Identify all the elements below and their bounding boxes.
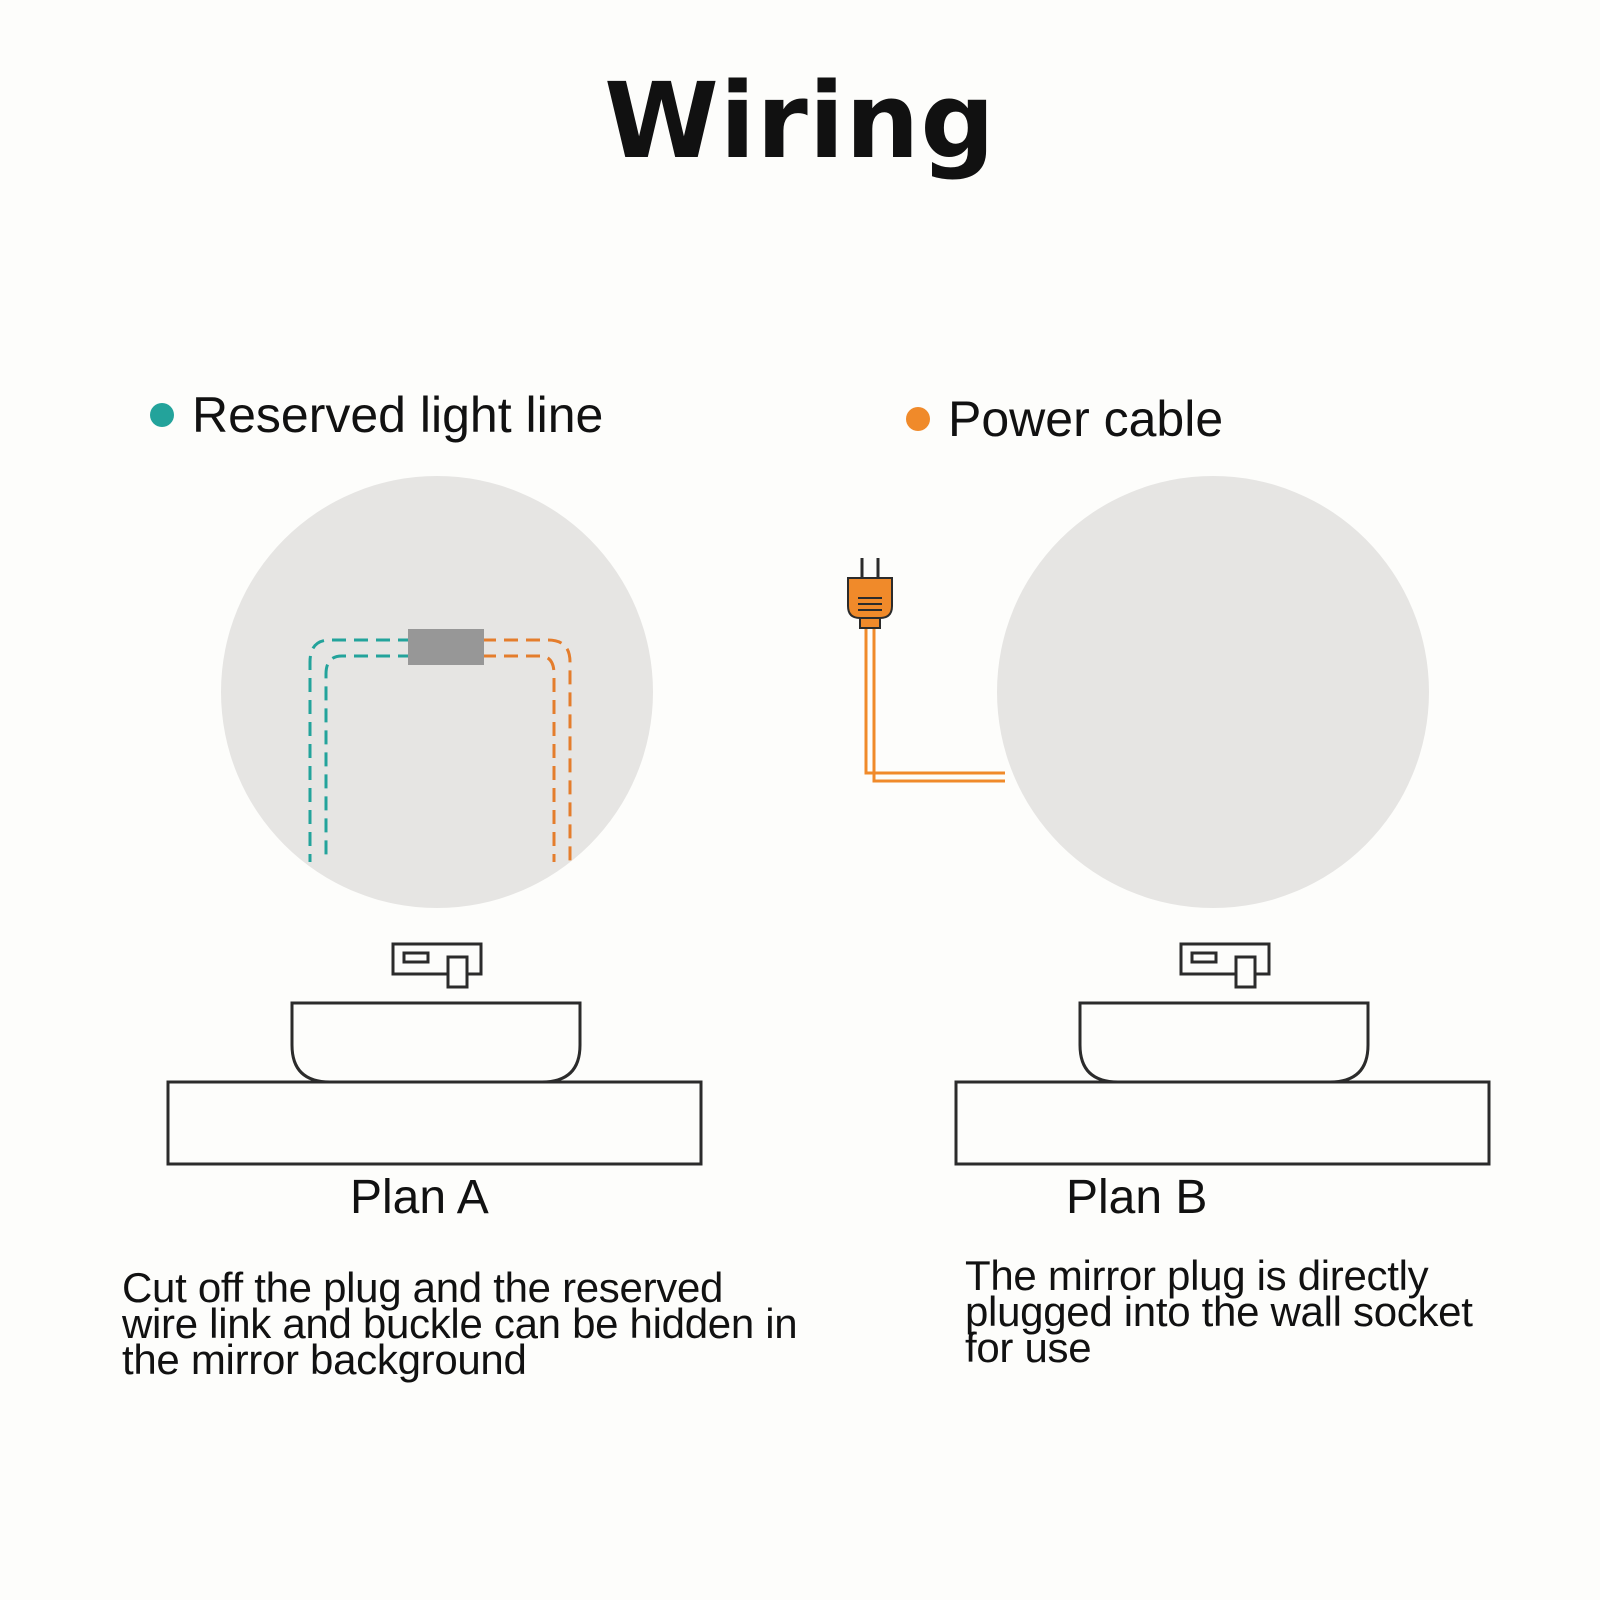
legend-reserved-label: Reserved light line bbox=[192, 387, 604, 443]
power-cable-wire-b bbox=[864, 628, 1005, 783]
plan-b-description: The mirror plug is directly plugged into… bbox=[965, 1252, 1473, 1371]
plan-a-faucet bbox=[391, 942, 483, 989]
legend-reserved-light-line: Reserved light line bbox=[150, 386, 603, 444]
power-cable-wire-a bbox=[482, 638, 572, 862]
plan-b-faucet bbox=[1179, 942, 1271, 989]
teal-dot-icon bbox=[150, 403, 174, 427]
power-plug-icon bbox=[847, 558, 893, 629]
wire-connector-buckle bbox=[408, 629, 484, 665]
page-title: Wiring bbox=[604, 60, 996, 182]
legend-power-label: Power cable bbox=[948, 391, 1224, 447]
plan-b-label: Plan B bbox=[1066, 1171, 1208, 1224]
plan-a-label: Plan A bbox=[350, 1171, 489, 1224]
plan-a-basin bbox=[290, 1001, 582, 1084]
plan-b-counter bbox=[954, 1080, 1491, 1166]
plan-b-basin bbox=[1078, 1001, 1370, 1084]
plan-a-description: Cut off the plug and the reserved wire l… bbox=[122, 1264, 798, 1383]
reserved-light-line-wire bbox=[308, 638, 412, 862]
plan-a-mirror bbox=[221, 476, 653, 908]
plan-b-mirror bbox=[997, 476, 1429, 908]
plan-a-counter bbox=[166, 1080, 703, 1166]
legend-power-cable: Power cable bbox=[906, 390, 1223, 448]
orange-dot-icon bbox=[906, 407, 930, 431]
